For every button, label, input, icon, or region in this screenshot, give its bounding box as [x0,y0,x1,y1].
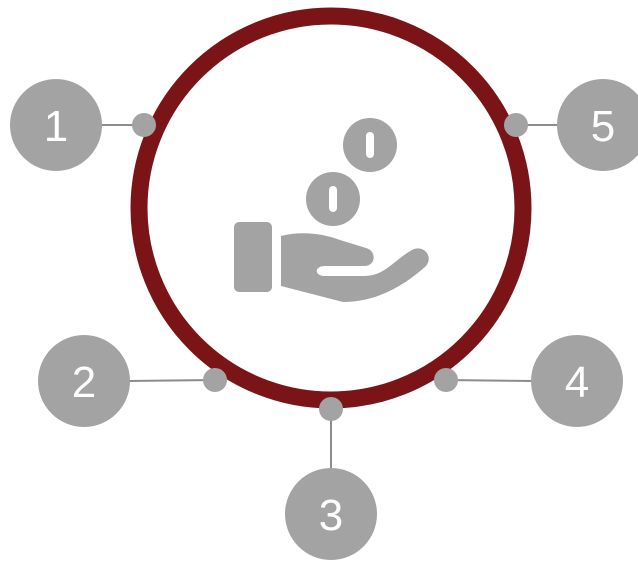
ring-dot-1 [132,113,156,137]
node-4[interactable]: 4 [531,335,623,427]
node-label: 2 [72,358,96,407]
node-circle [10,79,102,171]
node-label: 1 [44,102,68,151]
sleeve-cuff [234,222,272,292]
node-label: 5 [591,102,615,151]
hand-with-coins-icon [234,118,429,302]
node-1[interactable]: 1 [10,79,102,171]
open-hand [281,233,429,302]
node-label: 4 [565,358,589,407]
connector-2 [127,379,216,382]
node-2[interactable]: 2 [38,335,130,427]
node-circle [38,335,130,427]
ring-dot-3 [319,397,343,421]
node-circle [531,335,623,427]
node-circle [557,79,638,171]
node-label: 3 [319,491,343,540]
ring-dot-5 [504,113,528,137]
ring-dot-2 [203,368,227,392]
ring-dot-4 [434,368,458,392]
node-3[interactable]: 3 [285,468,377,560]
connector-4 [445,379,535,382]
node-5[interactable]: 5 [557,79,638,171]
node-circle [285,468,377,560]
